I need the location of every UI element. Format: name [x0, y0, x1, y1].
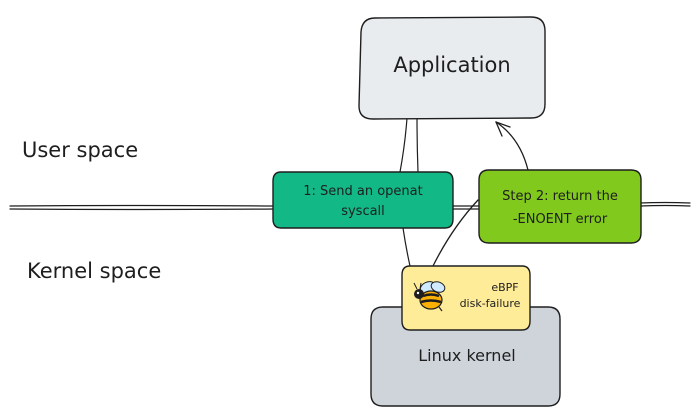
bee-icon: [413, 281, 446, 312]
kernel-space-label: Kernel space: [27, 259, 161, 283]
linux-kernel-box: [370, 306, 561, 407]
syscall-step-line1: 1: Send an openat: [303, 184, 423, 199]
user-space-label: User space: [22, 138, 138, 162]
ebpf-line1: eBPF: [491, 281, 518, 294]
syscall-step-node: 1: Send an openat syscall: [272, 171, 454, 229]
syscall-step-line2: syscall: [341, 204, 385, 219]
ebpf-line2: disk-failure: [460, 297, 521, 310]
linux-kernel-label: Linux kernel: [418, 346, 515, 365]
ebpf-node: eBPF disk-failure: [401, 265, 531, 331]
application-node: Application: [358, 16, 546, 120]
return-step-line2: -ENOENT error: [513, 212, 608, 227]
return-step-line1: Step 2: return the: [502, 189, 618, 204]
linux-kernel-node: Linux kernel: [370, 306, 561, 407]
application-box: [358, 16, 546, 120]
return-step-box: [478, 169, 642, 244]
return-arrow: [432, 121, 529, 267]
connector-syscall-to-ebpf: [402, 227, 411, 267]
syscall-step-box: [272, 171, 454, 229]
connector-app-to-syscall: [399, 116, 419, 173]
return-step-node: Step 2: return the -ENOENT error: [478, 169, 642, 244]
application-label: Application: [393, 53, 510, 77]
